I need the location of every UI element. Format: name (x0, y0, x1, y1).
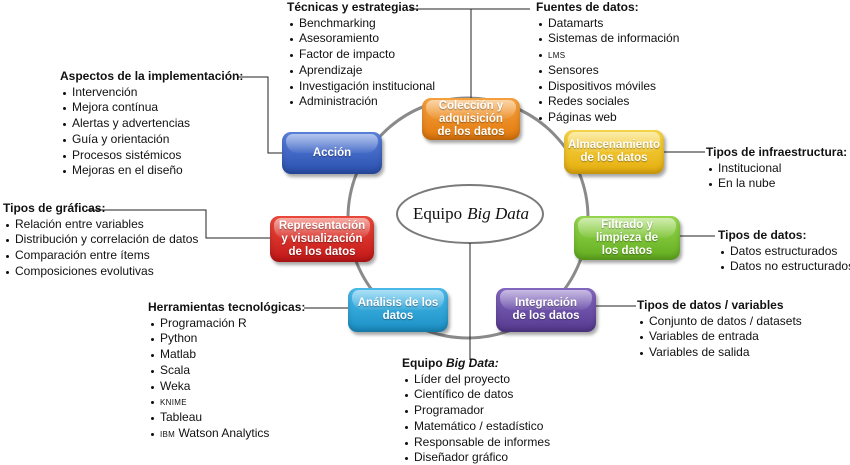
group-fuentes: Fuentes de datos: Datamarts Sistemas de … (536, 0, 679, 126)
list-item: Distribución y correlación de datos (3, 232, 198, 248)
node-analisis: Análisis de los datos (348, 288, 448, 332)
list-item: Procesos sistémicos (60, 148, 243, 164)
node-analisis-line2: datos (382, 310, 414, 322)
list-item: knime (148, 394, 305, 410)
list-item: Mejoras en el diseño (60, 163, 243, 179)
list-item: Páginas web (536, 110, 679, 126)
connector-graficas (86, 209, 270, 239)
list-item: Datamarts (536, 16, 679, 32)
list-item: Líder del proyecto (402, 372, 550, 388)
list-item: Mejora contínua (60, 100, 243, 116)
list-item: Institucional (706, 161, 847, 177)
group-fuentes-title: Fuentes de datos: (536, 0, 639, 14)
node-coleccion: Colección y adquisición de los datos (422, 98, 520, 140)
node-filtrado: Filtrado y limpieza de los datos (574, 216, 680, 260)
list-item: Variables de entrada (637, 329, 802, 345)
list-item: Python (148, 331, 305, 347)
ibm-label: ibm (160, 425, 176, 440)
group-equipo: Equipo Big Data: Líder del proyecto Cien… (402, 356, 550, 465)
group-tiposdatos-title: Tipos de datos: (718, 228, 807, 242)
node-representacion-line3: de los datos (288, 245, 356, 258)
group-tecnicas: Técnicas y estrategias: Benchmarking Ase… (287, 0, 435, 110)
node-integracion: Integración de los datos (496, 288, 596, 332)
list-item: lms (536, 47, 679, 63)
center-label-text: Equipo (413, 204, 463, 223)
list-item: Matemático / estadístico (402, 419, 550, 435)
node-filtrado-line3: los datos (601, 244, 653, 257)
center-label: Equipo Big Data (398, 188, 544, 240)
group-herramientas-title: Herramientas tecnológicas: (148, 300, 306, 314)
list-item: Guía y orientación (60, 132, 243, 148)
node-representacion: Representación y visualización de los da… (270, 216, 374, 262)
watson-label: Watson Analytics (178, 425, 270, 440)
list-item: Conjunto de datos / datasets (637, 314, 802, 330)
node-accion-line1: Acción (312, 146, 352, 159)
list-item: Weka (148, 379, 305, 395)
list-item: En la nube (706, 176, 847, 192)
group-tecnicas-title: Técnicas y estrategias: (287, 0, 420, 14)
list-item: Aprendizaje (287, 63, 435, 79)
group-variables: Tipos de datos / variables Conjunto de d… (637, 298, 802, 361)
group-aspectos-title: Aspectos de la implementación: (60, 69, 244, 83)
list-item: Asesoramiento (287, 31, 435, 47)
list-item: Redes sociales (536, 94, 679, 110)
list-item: Relación entre variables (3, 217, 198, 233)
group-variables-title: Tipos de datos / variables (637, 298, 784, 312)
node-accion: Acción (282, 132, 382, 174)
node-integracion-line2: de los datos (512, 310, 580, 322)
group-graficas: Tipos de gráficas: Relación entre variab… (3, 201, 198, 280)
node-coleccion-line1: Colección y (438, 99, 504, 112)
node-representacion-line1: Representación (278, 219, 366, 232)
node-filtrado-line2: limpieza de (596, 231, 658, 244)
node-coleccion-line3: de los datos (437, 125, 505, 138)
list-item: Programación R (148, 316, 305, 332)
list-item: Matlab (148, 347, 305, 363)
group-infraestructura: Tipos de infraestructura: Institucional … (706, 145, 847, 192)
group-equipo-title: Equipo Big Data: (402, 356, 550, 372)
center-label-italic: Big Data (467, 204, 529, 223)
group-tiposdatos: Tipos de datos: Datos estructurados Dato… (718, 228, 850, 275)
list-item: Variables de salida (637, 345, 802, 361)
list-item: Datos no estructurados (718, 259, 850, 275)
list-item: Benchmarking (287, 16, 435, 32)
list-item: Responsable de informes (402, 435, 550, 451)
list-item: Comparación entre ítems (3, 248, 198, 264)
node-coleccion-line2: adquisición (439, 112, 503, 125)
list-item: Intervención (60, 85, 243, 101)
list-item: Tableau (148, 410, 305, 426)
group-graficas-title: Tipos de gráficas: (3, 201, 106, 215)
list-item: Datos estructurados (718, 244, 850, 260)
node-almacenamiento: Almacenamiento de los datos (564, 130, 664, 174)
node-filtrado-line1: Filtrado y (601, 218, 653, 231)
list-item: Alertas y advertencias (60, 116, 243, 132)
list-item: Dispositivos móviles (536, 79, 679, 95)
list-item: Científico de datos (402, 387, 550, 403)
list-item: ibm Watson Analytics (148, 426, 305, 442)
connector-aspectos (238, 76, 283, 154)
list-item: Diseñador gráfico (402, 450, 550, 465)
list-item: Sensores (536, 63, 679, 79)
node-representacion-line2: y visualización (281, 232, 363, 245)
list-item: Programador (402, 403, 550, 419)
group-aspectos: Aspectos de la implementación: Intervenc… (60, 69, 243, 179)
list-item: Investigación institucional (287, 79, 435, 95)
group-infraestructura-title: Tipos de infraestructura: (706, 145, 848, 159)
list-item: Scala (148, 363, 305, 379)
group-equipo-title-italic: Big Data: (446, 356, 499, 370)
list-item: Administración (287, 94, 435, 110)
node-almacenamiento-line1: Almacenamiento (567, 139, 661, 151)
list-item: Factor de impacto (287, 47, 435, 63)
node-analisis-line1: Análisis de los (357, 297, 439, 309)
group-herramientas: Herramientas tecnológicas: Programación … (148, 300, 305, 441)
list-item: Composiciones evolutivas (3, 264, 198, 280)
node-almacenamiento-line2: de los datos (580, 152, 648, 164)
node-integracion-line1: Integración (515, 297, 577, 309)
group-equipo-title-text: Equipo (402, 356, 443, 370)
list-item: Sistemas de información (536, 31, 679, 47)
